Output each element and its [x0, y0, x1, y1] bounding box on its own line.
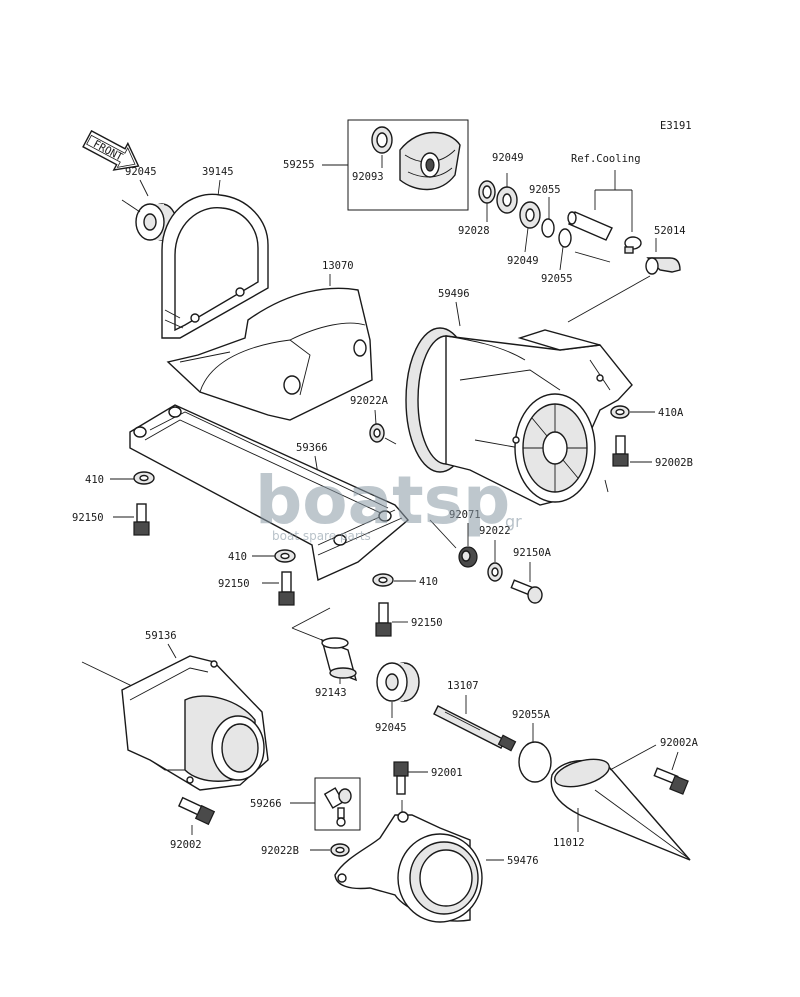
bolt-92150-middle	[278, 571, 295, 606]
label-11012: 11012	[553, 837, 585, 849]
label-92055-lower: 92055	[541, 273, 573, 285]
label-92045-lower: 92045	[375, 722, 407, 734]
bolt-92150A	[510, 579, 543, 604]
label-92001: 92001	[431, 767, 463, 779]
label-59136: 59136	[145, 630, 177, 642]
pump-case-59136	[121, 655, 269, 791]
label-59366: 59366	[296, 442, 328, 454]
label-92022: 92022	[479, 525, 511, 537]
fitting-59266	[323, 787, 352, 827]
label-59266: 59266	[250, 798, 282, 810]
bolt-92001	[393, 761, 409, 795]
bearing-92045-lower	[376, 662, 420, 702]
label-92055A: 92055A	[512, 709, 551, 721]
label-92055-upper: 92055	[529, 184, 561, 196]
washer-92022B	[330, 843, 350, 857]
label-92002B: 92002B	[655, 457, 693, 469]
label-92049-lower: 92049	[507, 255, 539, 267]
label-92071: 92071	[449, 509, 481, 521]
label-410-right: 410	[419, 576, 438, 588]
pump-housing-59496	[405, 327, 633, 506]
label-92022A: 92022A	[350, 395, 389, 407]
label-13107: 13107	[447, 680, 479, 692]
washer-92022A	[369, 423, 385, 443]
label-59496: 59496	[438, 288, 470, 300]
label-52014: 52014	[654, 225, 686, 237]
label-92022B: 92022B	[261, 845, 299, 857]
washer-92049-lower	[519, 201, 541, 229]
watermark: boatsp gr boat spare parts	[255, 462, 522, 543]
hose-clamp	[624, 236, 642, 254]
label-92150-right: 92150	[411, 617, 443, 629]
washer-92049-upper	[496, 186, 518, 214]
cooling-hose	[567, 211, 613, 241]
ref-cooling-label: Ref.Cooling	[571, 153, 641, 165]
impeller	[399, 131, 461, 191]
bolt-92002	[177, 796, 216, 826]
sleeve-92143	[320, 637, 358, 682]
label-92049-upper: 92049	[492, 152, 524, 164]
nozzle-11012	[550, 758, 691, 861]
pump-cover-13070	[166, 287, 373, 421]
label-92143: 92143	[315, 687, 347, 699]
bolt-92150-right	[375, 602, 392, 637]
washer-410-middle	[274, 549, 296, 563]
pump-cover-39145	[161, 193, 269, 339]
elbow-fitting-52014	[645, 257, 681, 275]
watermark-sub: boat spare parts	[272, 529, 371, 543]
label-92093: 92093	[352, 171, 384, 183]
label-410-left: 410	[85, 474, 104, 486]
washer-410-left	[133, 471, 155, 485]
bolt-92002B	[612, 435, 629, 467]
bolt-92002A	[653, 767, 689, 795]
washer-410-right	[372, 573, 394, 587]
label-410A: 410A	[658, 407, 684, 419]
ride-plate-housing-59476	[334, 811, 483, 923]
diagram-code: E3191	[660, 120, 692, 132]
collar-92071	[458, 546, 478, 568]
impeller-collar	[371, 126, 393, 154]
watermark-main: boatsp	[255, 462, 510, 539]
label-410-middle: 410	[228, 551, 247, 563]
label-59476: 59476	[507, 855, 539, 867]
bolt-92150-left	[133, 503, 150, 536]
label-92045-upper: 92045	[125, 166, 157, 178]
mounting-plate-59366	[129, 404, 409, 582]
shaft-13107	[433, 705, 517, 752]
label-13070: 13070	[322, 260, 354, 272]
label-92028: 92028	[458, 225, 490, 237]
o-ring-92055-lower	[558, 228, 572, 248]
label-92150-left: 92150	[72, 512, 104, 524]
o-ring-92055A	[518, 741, 552, 783]
label-92002: 92002	[170, 839, 202, 851]
watermark-suffix: gr	[505, 512, 522, 531]
label-59255: 59255	[283, 159, 315, 171]
label-92150-middle: 92150	[218, 578, 250, 590]
fitting-kit-box	[314, 777, 361, 831]
label-39145: 39145	[202, 166, 234, 178]
collar-92028	[478, 180, 496, 204]
washer-92022	[487, 562, 503, 582]
washer-410A	[610, 405, 630, 419]
label-92150A: 92150A	[513, 547, 552, 559]
label-92002A: 92002A	[660, 737, 699, 749]
o-ring-92055-upper	[541, 218, 555, 238]
